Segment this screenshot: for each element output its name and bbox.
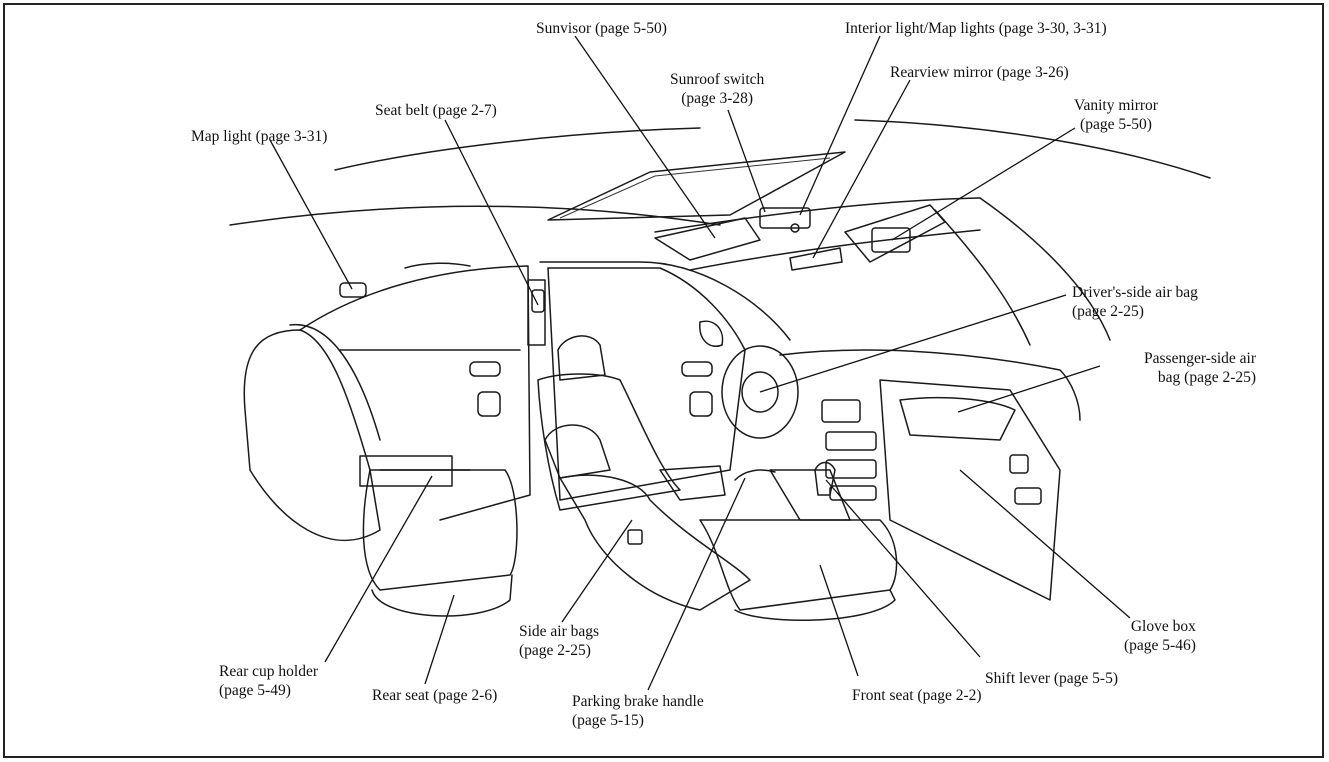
- leader-vanity-mirror: [891, 127, 1076, 241]
- leader-rearview-mirror: [812, 79, 911, 259]
- leader-rear-cup-holder: [324, 475, 433, 663]
- label-map-light: Map light (page 3-31): [191, 128, 328, 145]
- leader-sunvisor: [574, 35, 716, 239]
- leader-seat-belt: [444, 119, 539, 306]
- leader-shift-lever: [825, 479, 981, 658]
- label-glove-box: Glove box(page 5-46): [1124, 618, 1196, 654]
- windshield-frame: [539, 197, 1111, 501]
- leader-parking-brake: [647, 477, 746, 691]
- label-drivers-air-bag: Driver's-side air bag(page 2-25): [1072, 284, 1198, 320]
- b-pillar: [527, 279, 546, 346]
- front-door: [547, 267, 746, 501]
- label-rear-seat: Rear seat (page 2-6): [372, 687, 498, 704]
- rear-seat-shape: [243, 324, 518, 617]
- roof-outline: [229, 119, 1211, 226]
- overhead-fixtures: [339, 204, 946, 298]
- leader-passenger-air-bag: [957, 365, 1101, 413]
- label-front-seat: Front seat (page 2-2): [852, 687, 982, 704]
- front-passenger-seat-shape: [537, 335, 726, 511]
- leader-glove-box: [959, 469, 1131, 619]
- label-vanity-mirror: Vanity mirror(page 5-50): [1074, 97, 1158, 133]
- leader-sunroof-switch: [727, 109, 766, 213]
- dashboard-shape: [721, 345, 1081, 601]
- label-interior-light: Interior light/Map lights (page 3-30, 3-…: [845, 20, 1107, 37]
- label-sunvisor: Sunvisor (page 5-50): [536, 20, 667, 37]
- label-side-air-bags: Side air bags(page 2-25): [519, 623, 600, 659]
- leader-interior-light: [799, 35, 881, 216]
- label-parking-brake: Parking brake handle(page 5-15): [572, 693, 704, 729]
- label-shift-lever: Shift lever (page 5-5): [985, 670, 1118, 687]
- front-driver-seat-shape: [544, 424, 898, 621]
- leader-drivers-air-bag: [759, 294, 1067, 393]
- rear-door: [299, 265, 531, 521]
- leader-side-air-bags: [561, 519, 633, 623]
- sunroof-panel: [547, 151, 846, 221]
- label-seat-belt: Seat belt (page 2-7): [375, 102, 497, 119]
- leader-front-seat: [819, 564, 859, 677]
- label-sunroof-switch: Sunroof switch(page 3-28): [670, 71, 765, 107]
- label-rear-cup-holder: Rear cup holder(page 5-49): [219, 663, 318, 699]
- leader-lines: [269, 35, 1131, 691]
- leader-rear-seat: [424, 594, 455, 685]
- leader-map-light: [269, 139, 353, 290]
- label-rearview-mirror: Rearview mirror (page 3-26): [890, 64, 1069, 81]
